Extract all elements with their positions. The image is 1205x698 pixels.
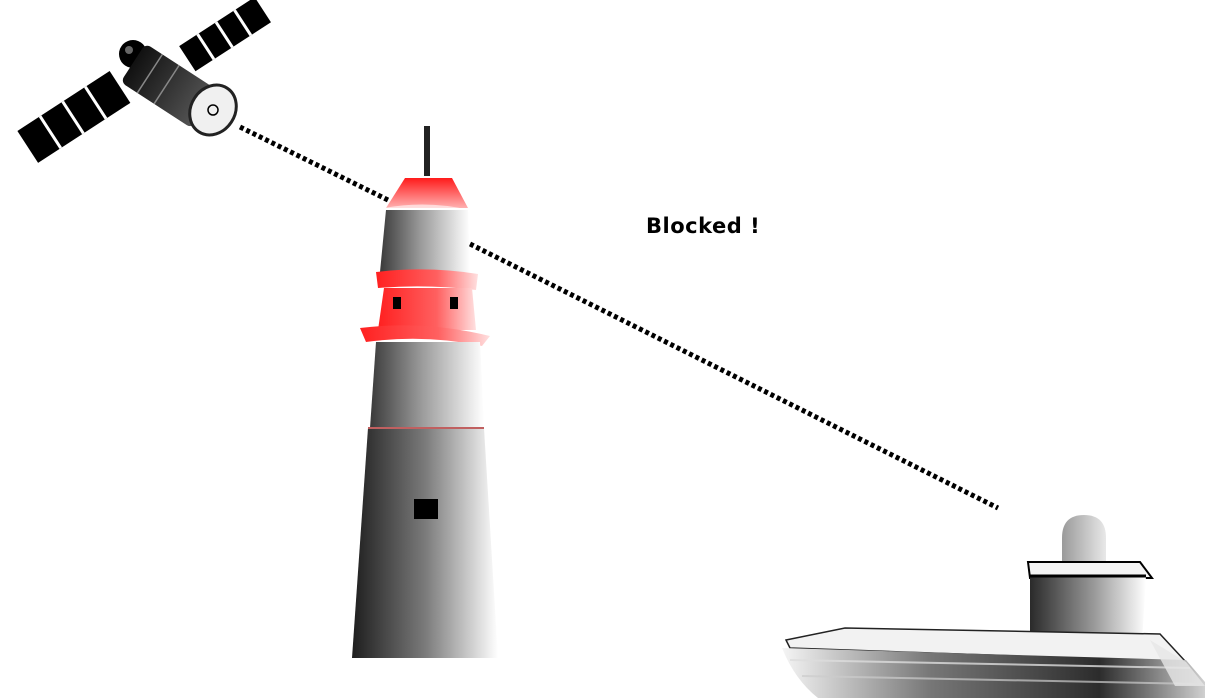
ship-icon	[782, 515, 1205, 698]
signal-path-direct	[240, 127, 388, 200]
lighthouse-icon	[352, 126, 498, 658]
satellite-icon	[17, 0, 271, 163]
signal-path-blocked	[470, 244, 998, 508]
blocked-label: Blocked !	[646, 214, 760, 238]
